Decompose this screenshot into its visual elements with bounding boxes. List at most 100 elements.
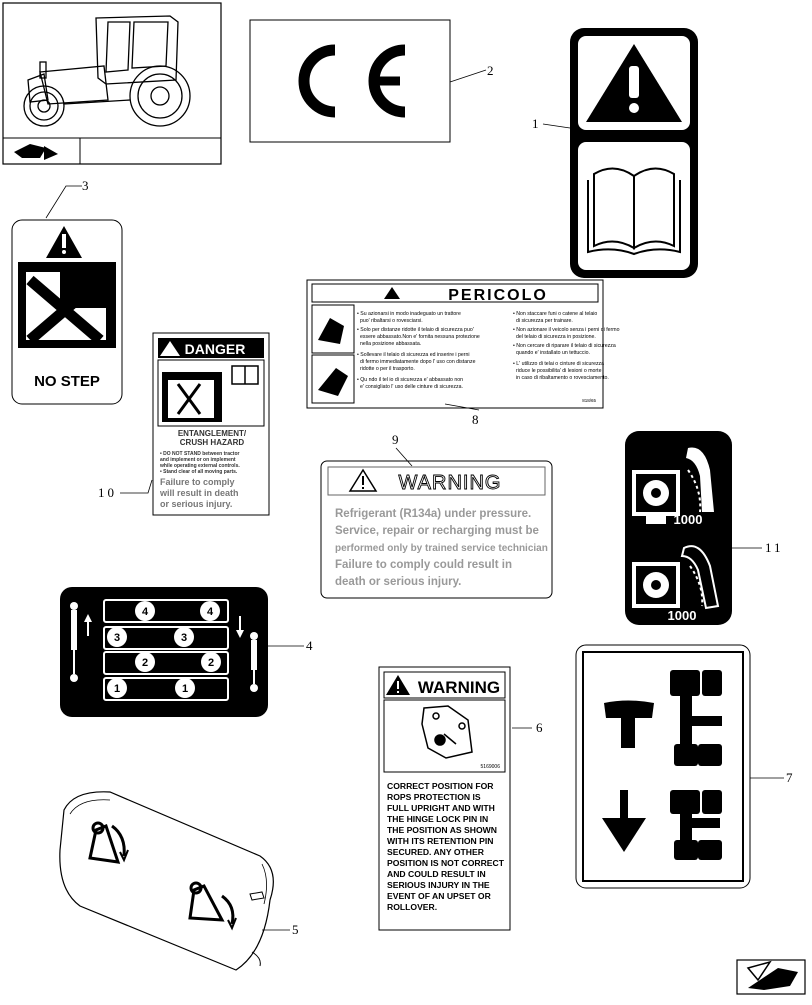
rops-line: EVENT OF AN UPSET OR xyxy=(387,891,492,901)
push-arrow-icon xyxy=(602,790,646,852)
danger-line: • DO NOT STAND between tractor xyxy=(160,451,239,457)
refrigerant-line: death or serious injury. xyxy=(335,576,461,588)
callout-11: 11 xyxy=(765,540,784,555)
callout-6: 6 xyxy=(536,720,543,735)
decal-no-step: NO STEP xyxy=(11,219,123,405)
pericolo-col1-line: puo' ribaltarsi o rovesciarsi. xyxy=(360,318,423,324)
lift-cylinder-left-icon xyxy=(70,602,92,682)
pericolo-col1-line: ridotte o per il trasporto. xyxy=(360,366,415,372)
tractor-4wd-bottom-icon xyxy=(670,790,722,860)
refrigerant-line: Refrigerant (R134a) under pressure. xyxy=(335,508,531,520)
callout-numbers: 1 2 3 4 5 6 7 8 9 10 11 xyxy=(82,63,793,937)
next-page-arrow-icon xyxy=(746,960,798,990)
danger-line: • Stand clear of all moving parts. xyxy=(160,469,238,475)
callout-leaders xyxy=(45,69,784,931)
sequence-number: 2 xyxy=(208,657,214,669)
lever-position-1-icon xyxy=(88,821,129,864)
callout-4: 4 xyxy=(306,638,313,653)
danger-line: and implement or on implement xyxy=(160,457,236,463)
lift-cylinder-right-icon xyxy=(236,616,258,692)
rops-line: POSITION IS NOT CORRECT xyxy=(387,858,505,868)
rops-line: ROLLOVER. xyxy=(387,902,437,912)
pto-bottom-label: 1000 xyxy=(668,608,697,623)
danger-line: will result in death xyxy=(159,488,239,498)
danger-line: while operating external controls. xyxy=(159,463,240,469)
pto-top-label: 1000 xyxy=(674,512,703,527)
callout-5: 5 xyxy=(292,922,299,937)
rops-line: FULL UPRIGHT AND WITH xyxy=(387,803,495,813)
next-page-button[interactable] xyxy=(736,959,806,995)
no-step-text: NO STEP xyxy=(34,373,100,390)
pericolo-col2-line: • L' utilizzo di telai o cinture di sicu… xyxy=(513,361,604,367)
tractor-reference-thumbnail xyxy=(2,2,222,165)
pericolo-col2-line: di sicurezza per trainare. xyxy=(516,318,573,324)
reference-arrow-icon xyxy=(14,144,58,160)
rops-line: ROPS PROTECTION IS xyxy=(387,792,481,802)
pto-gear-bottom-icon xyxy=(632,562,680,608)
callout-8: 8 xyxy=(472,412,479,427)
warning-refrigerant-header: WARNING xyxy=(399,472,502,494)
rops-line: SERIOUS INJURY IN THE xyxy=(387,880,490,890)
rops-line: AND COULD RESULT IN xyxy=(387,869,486,879)
refrigerant-line: Service, repair or recharging must be xyxy=(335,525,539,537)
decal-sequence-numbers: 4 4 3 3 2 2 1 1 xyxy=(60,587,268,717)
pericolo-col1-line: • Solo per distanze ridotte il telaio di… xyxy=(357,327,474,333)
tractor-4wd-top-icon xyxy=(670,670,722,766)
pericolo-col1-line: • Su azionarsi in modo inadeguato un tra… xyxy=(357,311,461,317)
decal-danger-entanglement: DANGER ENTANGLEMENT/ CRUSH HAZARD • DO N… xyxy=(152,332,270,516)
danger-subheader-2: CRUSH HAZARD xyxy=(180,438,245,447)
warning-rops-header: WARNING xyxy=(418,678,500,697)
manual-book-icon xyxy=(587,167,681,256)
callout-3: 3 xyxy=(82,178,89,193)
decal-4wd-engagement xyxy=(575,644,751,889)
sequence-number: 3 xyxy=(114,632,120,644)
pericolo-col1-line: essere abbassato.Non e' fornita nessuna … xyxy=(360,334,480,340)
pericolo-col1-line: di fermo immediatamente dopo l' uso con … xyxy=(360,359,476,365)
pericolo-code: 818/65 xyxy=(582,398,596,403)
decal-read-manual xyxy=(570,28,698,278)
decal-ce-mark xyxy=(249,19,451,143)
sequence-number: 1 xyxy=(182,683,188,695)
sequence-number: 4 xyxy=(207,606,214,618)
pericolo-col1-line: e' consigliato l' uso delle cinture di s… xyxy=(360,384,463,390)
sequence-number: 1 xyxy=(114,683,120,695)
danger-line: or serious injury. xyxy=(160,499,232,509)
callout-7: 7 xyxy=(786,770,793,785)
tractor-reference-icon xyxy=(23,15,191,127)
callout-10: 10 xyxy=(98,485,117,500)
lever-position-2-icon xyxy=(188,881,237,931)
pericolo-col1-line: nella posizione abbassata. xyxy=(360,341,421,347)
rops-line: THE HINGE LOCK PIN IN xyxy=(387,814,488,824)
pericolo-col2-line: del telaio di sicurezza in posizione. xyxy=(516,334,596,340)
decal-pericolo: PERICOLO • Su azionarsi in modo inadegua… xyxy=(306,279,620,409)
pull-handle-icon xyxy=(604,700,654,748)
danger-subheader-1: ENTANGLEMENT/ xyxy=(178,429,247,438)
decal-warning-refrigerant: WARNING Refrigerant (R134a) under pressu… xyxy=(320,460,553,599)
danger-header: DANGER xyxy=(185,341,246,357)
callout-2: 2 xyxy=(487,63,494,78)
pericolo-col2-line: • Non azionare il veicolo senza i perni … xyxy=(513,327,620,333)
refrigerant-line: performed only by trained service techni… xyxy=(335,543,548,554)
decal-warning-rops: WARNING 5169006 CORRECT POSITION FOR ROP… xyxy=(378,666,511,931)
pericolo-col2-line: • Non staccare funi o catene al telaio xyxy=(513,311,597,317)
pericolo-col2-line: quando e' installato un tettuccio. xyxy=(516,350,590,356)
sequence-number: 3 xyxy=(181,632,187,644)
lever-position-plate xyxy=(59,791,274,971)
pericolo-col1-line: • Sollevare il telaio di sicurezza ed in… xyxy=(357,352,470,358)
sequence-number: 4 xyxy=(142,606,149,618)
rops-code: 5169006 xyxy=(481,764,501,770)
rops-line: WITH ITS RETENTION PIN xyxy=(387,836,493,846)
rops-line: CORRECT POSITION FOR xyxy=(387,781,494,791)
pericolo-col1-line: • Qu ndo il tel io di sicurezza e' abbas… xyxy=(357,377,463,383)
pericolo-col2-line: in caso di ribaltamento o rovesciamento. xyxy=(516,375,609,381)
refrigerant-line: Failure to comply could result in xyxy=(335,559,512,571)
pericolo-col2-line: • Non cercare di riparare il telaio di s… xyxy=(513,343,616,349)
rops-line: SECURED. ANY OTHER xyxy=(387,847,485,857)
pericolo-header: PERICOLO xyxy=(448,287,548,304)
callout-1: 1 xyxy=(532,116,539,131)
rops-line: THE POSITION AS SHOWN xyxy=(387,825,497,835)
decal-pto-1000: 1000 1000 xyxy=(625,431,732,625)
callout-9: 9 xyxy=(392,432,399,447)
